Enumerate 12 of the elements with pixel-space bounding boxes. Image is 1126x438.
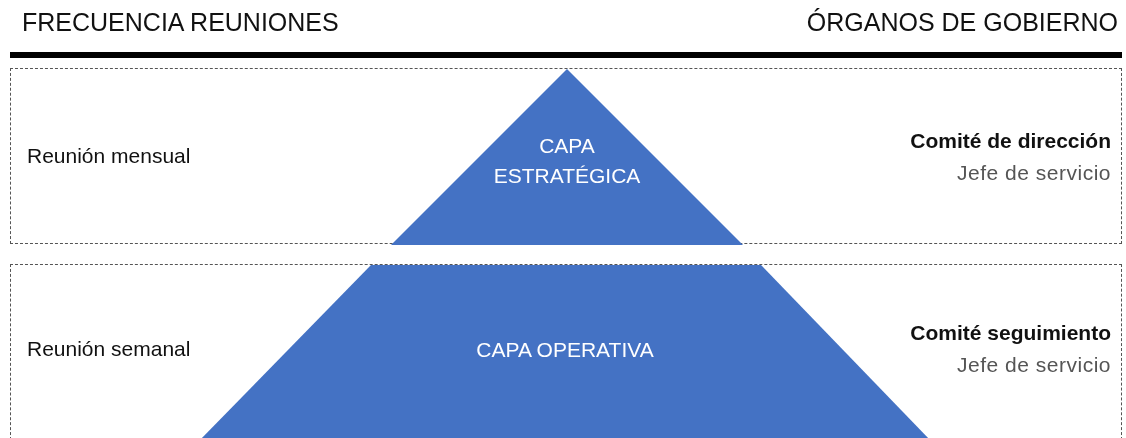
dashed-band (10, 68, 1122, 244)
column-heading: ÓRGANOS DE GOBIERNO (806, 8, 1118, 37)
committee-name: Comité de dirección (910, 128, 1111, 154)
dashed-band (10, 264, 1122, 438)
committee-name: Comité seguimiento (910, 320, 1111, 346)
column-heading: FRECUENCIA REUNIONES (22, 8, 339, 37)
role-text: Jefe de servicio (956, 352, 1111, 378)
role-text: Jefe de servicio (956, 160, 1111, 186)
layer-title: CAPA OPERATIVA (475, 337, 655, 363)
meeting-frequency: Reunión semanal (27, 337, 191, 361)
meeting-frequency: Reunión mensual (27, 144, 191, 168)
layer-title: CAPA ESTRATÉGICA (492, 133, 642, 189)
